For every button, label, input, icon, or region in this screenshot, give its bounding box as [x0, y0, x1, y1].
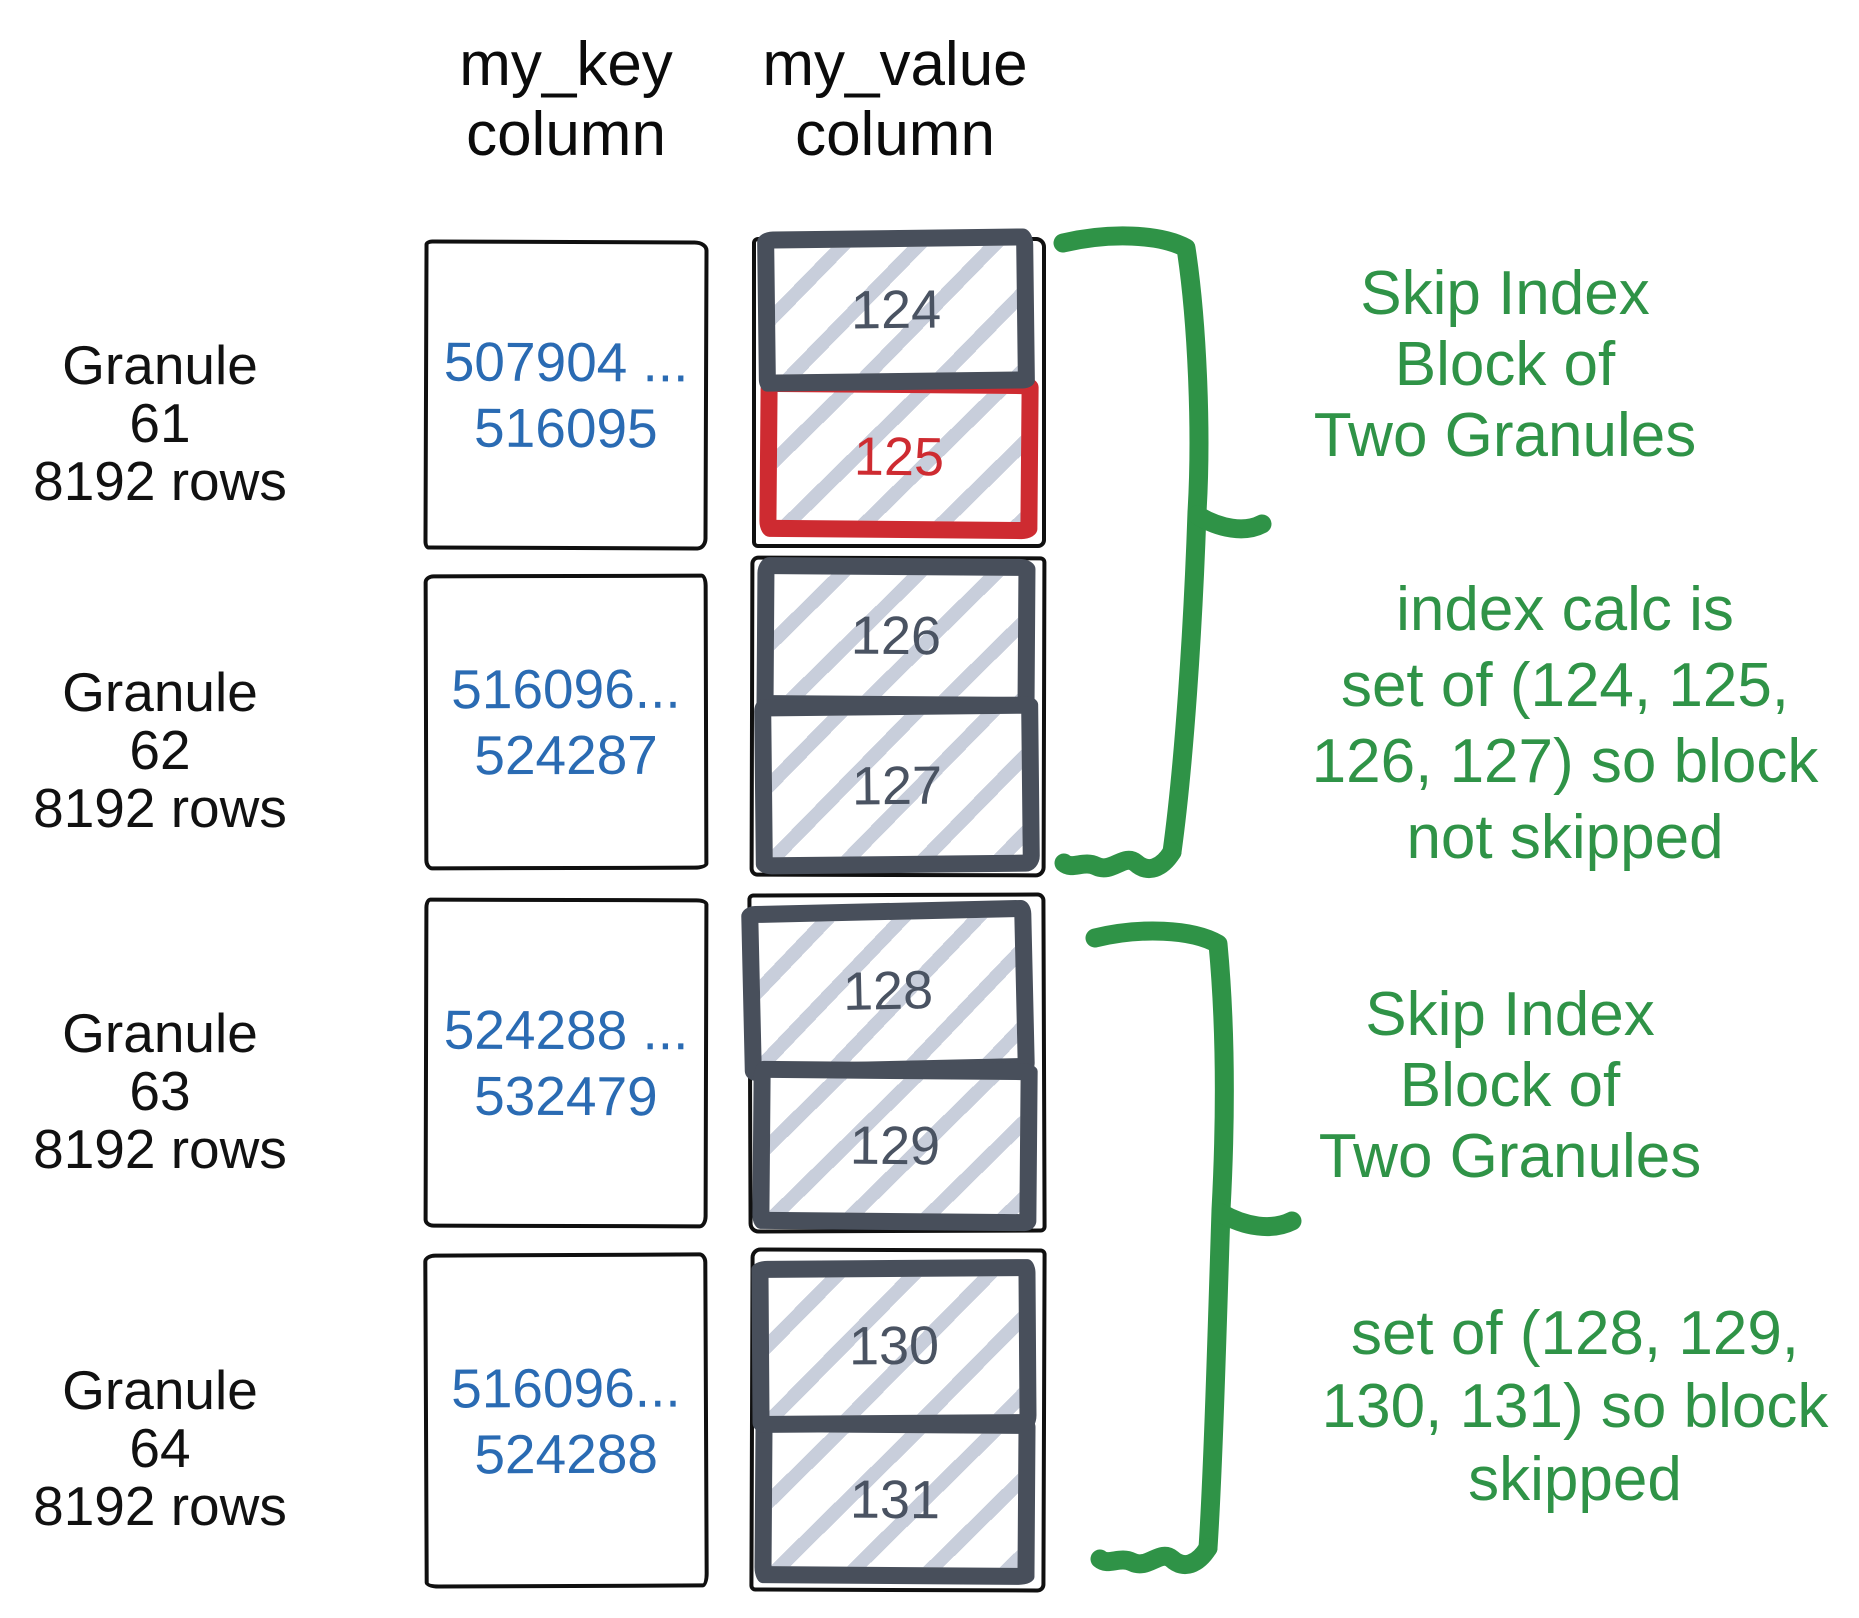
- annotation-skip-block-2: Skip Index Block of Two Granules: [1210, 979, 1810, 1192]
- granule-64-name: Granule 64: [62, 1359, 258, 1479]
- granule-63-label: Granule 63 8192 rows: [25, 1004, 295, 1178]
- key-range-start: 507904 ...: [443, 330, 689, 394]
- brace-block-2-tail-icon: [1090, 1538, 1218, 1575]
- value-block-130-number: 130: [848, 1315, 940, 1377]
- key-range-end: 524288: [474, 1422, 659, 1485]
- value-block-128-number: 128: [842, 959, 934, 1022]
- key-range-end: 516095: [474, 396, 658, 460]
- value-block-127-number: 127: [851, 755, 943, 816]
- granule-61-rowcount: 8192 rows: [33, 450, 287, 512]
- key-box-granule-64: 516096... 524288: [423, 1252, 709, 1589]
- brace-block-1-tail-icon: [1054, 842, 1182, 879]
- annotation-line: index calc is: [1396, 575, 1734, 644]
- annotation-line: set of (128, 129,: [1350, 1299, 1800, 1368]
- annotation-skip-block-1: Skip Index Block of Two Granules: [1205, 258, 1805, 471]
- brace-block-2-icon: [1085, 921, 1234, 1558]
- granule-61-label: Granule 61 8192 rows: [25, 336, 295, 510]
- annotation-line: Block of: [1394, 330, 1616, 399]
- granule-64-label: Granule 64 8192 rows: [25, 1361, 295, 1535]
- granule-61-name: Granule 61: [62, 334, 258, 454]
- value-column-header-line1: my_value: [762, 30, 1028, 99]
- brace-block-2-tick-icon: [1211, 1203, 1302, 1236]
- brace-block-1-tick-icon: [1187, 505, 1272, 539]
- key-range-start: 516096...: [451, 1356, 681, 1420]
- annotation-line: set of (124, 125,: [1340, 651, 1790, 720]
- value-block-124-number: 124: [850, 279, 942, 341]
- value-column-header-line2: column: [795, 100, 995, 169]
- brace-block-1-icon: [1053, 226, 1209, 862]
- annotation-line: Skip Index: [1365, 980, 1655, 1049]
- key-box-granule-63: 524288 ... 532479: [423, 897, 709, 1229]
- value-block-130: 130: [751, 1259, 1037, 1433]
- granule-62-name: Granule 62: [62, 661, 258, 781]
- value-block-126: 126: [756, 557, 1036, 714]
- annotation-block-2-result: set of (128, 129, 130, 131) so block ski…: [1275, 1297, 1859, 1516]
- annotation-line: Block of: [1399, 1051, 1621, 1120]
- annotation-line: Two Granules: [1318, 1122, 1702, 1191]
- granule-63-name: Granule 63: [62, 1002, 258, 1122]
- key-column-header-line2: column: [466, 100, 666, 169]
- annotation-line: Two Granules: [1313, 401, 1697, 470]
- value-block-128: 128: [741, 899, 1035, 1082]
- key-box-granule-62: 516096... 524287: [423, 573, 709, 871]
- key-range-end: 532479: [474, 1064, 658, 1128]
- annotation-line: not skipped: [1406, 803, 1724, 872]
- annotation-line: 130, 131) so block: [1321, 1372, 1829, 1441]
- key-range-start: 516096...: [451, 657, 681, 721]
- annotation-line: 126, 127) so block: [1311, 727, 1819, 796]
- value-block-129: 129: [752, 1060, 1038, 1232]
- value-block-124: 124: [757, 228, 1035, 392]
- granule-62-label: Granule 62 8192 rows: [25, 663, 295, 837]
- key-box-granule-61: 507904 ... 516095: [423, 239, 709, 551]
- granule-64-rowcount: 8192 rows: [33, 1475, 287, 1537]
- value-block-131: 131: [754, 1415, 1036, 1585]
- value-block-127: 127: [754, 696, 1040, 875]
- annotation-block-1-result: index calc is set of (124, 125, 126, 127…: [1265, 572, 1859, 876]
- annotation-line: Skip Index: [1360, 259, 1650, 328]
- key-range-start: 524288 ...: [443, 998, 689, 1062]
- key-range-end: 524287: [474, 723, 658, 787]
- key-column-header: my_key column: [316, 30, 816, 170]
- value-block-129-number: 129: [849, 1115, 941, 1177]
- key-column-header-line1: my_key: [459, 30, 673, 99]
- granule-62-rowcount: 8192 rows: [33, 777, 287, 839]
- value-column-header: my_value column: [645, 30, 1145, 170]
- value-block-125-number: 125: [853, 426, 945, 488]
- value-block-131-number: 131: [849, 1469, 941, 1531]
- annotation-line: skipped: [1468, 1445, 1682, 1514]
- value-block-126-number: 126: [850, 605, 942, 666]
- value-block-125-highlighted: 125: [759, 374, 1039, 540]
- granule-63-rowcount: 8192 rows: [33, 1118, 287, 1180]
